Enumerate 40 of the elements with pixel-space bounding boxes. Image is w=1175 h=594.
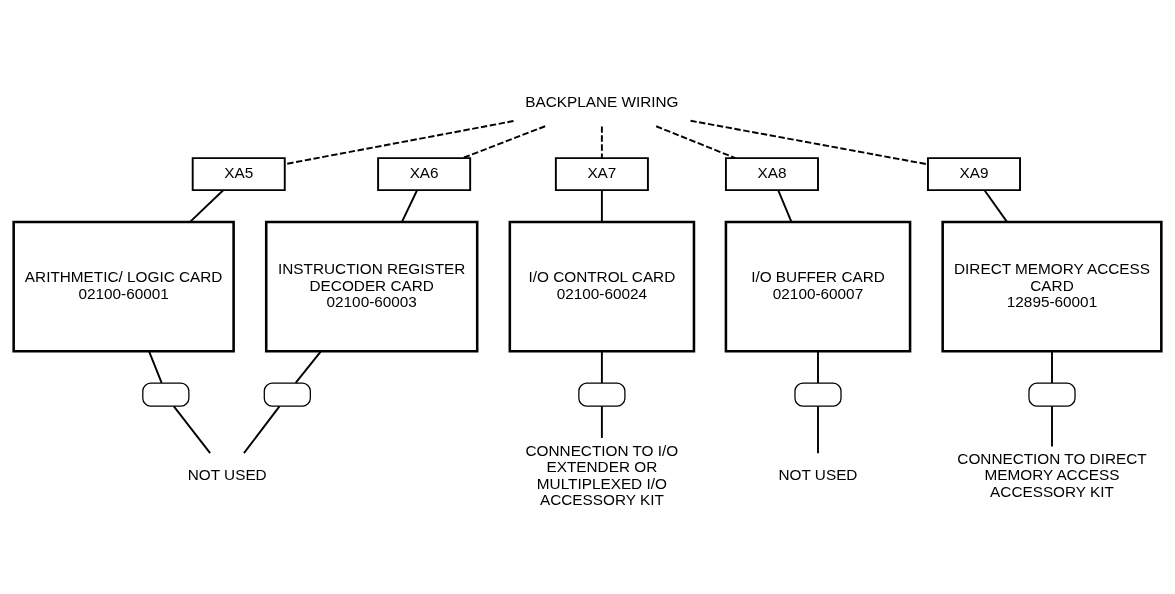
node-box xyxy=(794,382,842,407)
node-box xyxy=(578,382,626,407)
connector xyxy=(461,124,547,159)
node-box xyxy=(263,382,311,407)
node-text: CONNECTION TO I/O EXTENDER OR MULTIPLEXED I/O ACCESSORY KIT xyxy=(525,441,679,508)
connector xyxy=(689,119,929,165)
connector xyxy=(1051,350,1053,384)
node-box: XA7 xyxy=(554,156,649,191)
node-text: NOT USED xyxy=(187,465,267,483)
connector xyxy=(817,404,819,454)
node-box: I/O BUFFER CARD 02100-60007 xyxy=(724,220,912,352)
node-text: CONNECTION TO DIRECT MEMORY ACCESS ACCESSORY KIT xyxy=(957,449,1147,500)
node-box: DIRECT MEMORY ACCESS CARD 12895-60001 xyxy=(941,220,1163,352)
connector xyxy=(1051,404,1053,447)
node-box: XA9 xyxy=(927,156,1021,191)
connector xyxy=(600,124,603,159)
node-box: XA8 xyxy=(724,156,819,191)
connector xyxy=(294,350,322,384)
connector xyxy=(600,404,603,439)
connector xyxy=(817,350,819,384)
connector xyxy=(600,350,603,384)
connector xyxy=(189,188,225,223)
node-text: BACKPLANE WIRING xyxy=(525,92,679,110)
connector xyxy=(655,124,737,159)
node-box: ARITHMETIC/ LOGIC CARD 02100-60001 xyxy=(12,220,235,352)
node-text: NOT USED xyxy=(778,465,858,483)
connector xyxy=(148,350,163,384)
node-box xyxy=(1028,382,1076,407)
node-box: XA6 xyxy=(377,156,472,191)
node-box: I/O CONTROL CARD 02100-60024 xyxy=(508,220,696,352)
node-box xyxy=(142,382,190,407)
connector xyxy=(600,188,603,223)
connector xyxy=(777,188,793,223)
connector xyxy=(284,119,515,165)
node-box: XA5 xyxy=(191,156,286,191)
connector xyxy=(401,188,419,223)
connector xyxy=(983,188,1008,223)
connector xyxy=(172,404,212,454)
node-box: INSTRUCTION REGISTER DECODER CARD 02100-60003 xyxy=(264,220,479,352)
connector xyxy=(243,404,281,454)
